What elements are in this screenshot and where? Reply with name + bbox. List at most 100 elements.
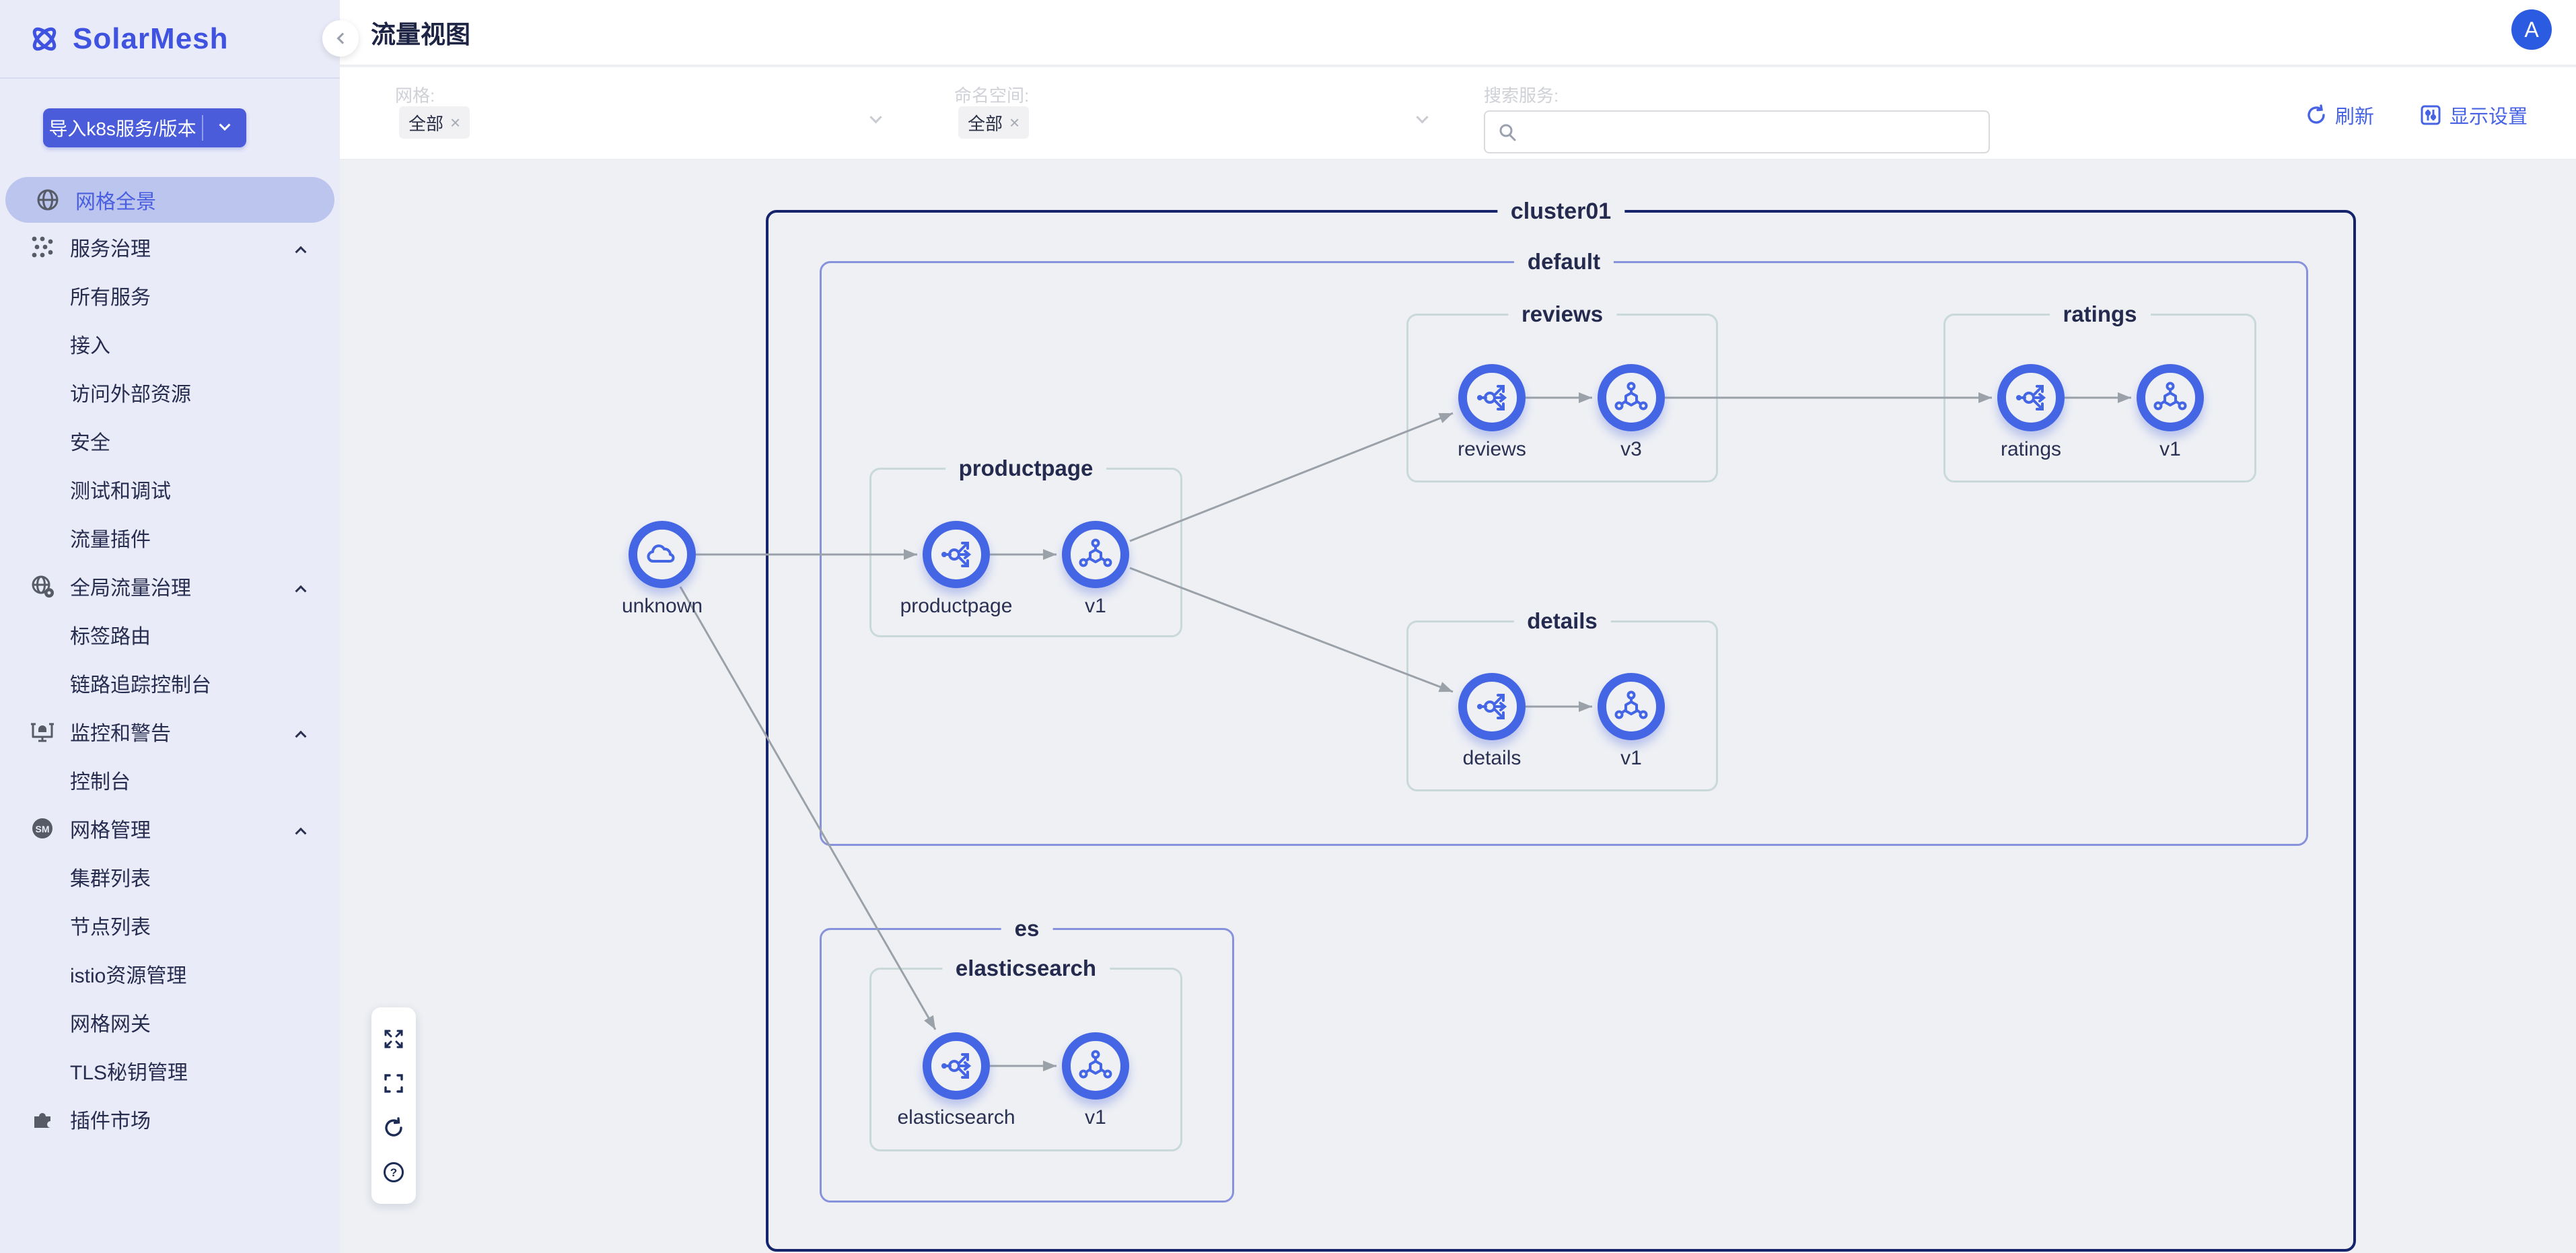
service-node-circle[interactable] [1997, 364, 2065, 431]
node-label: elasticsearch [897, 1106, 1015, 1129]
sidebar: SolarMesh 导入k8s服务/版本 网格全景 服务治理 [0, 0, 340, 1253]
sidebar-item-ingress[interactable]: 接入 [70, 335, 110, 357]
node-label: v3 [1620, 438, 1642, 460]
chevron-up-icon [295, 236, 307, 258]
sidebar-item-istio-resources[interactable]: istio资源管理 [70, 965, 187, 987]
button-divider [202, 115, 203, 141]
sidebar-item-test-debug[interactable]: 测试和调试 [70, 480, 171, 503]
service-icon [940, 1053, 970, 1079]
node-label: unknown [621, 595, 703, 617]
solarmesh-logo-icon [27, 22, 62, 57]
service-node-circle[interactable] [1458, 364, 1526, 431]
sidebar-item-mesh-admin[interactable]: SM 网格管理 [0, 804, 340, 853]
user-avatar[interactable]: A [2511, 9, 2552, 50]
import-k8s-button[interactable]: 导入k8s服务/版本 [43, 108, 246, 147]
service-group-label: productpage [945, 453, 1107, 485]
sidebar-item-external-resources[interactable]: 访问外部资源 [70, 384, 191, 406]
external-node-circle[interactable] [629, 521, 696, 588]
mesh-filter-value: 全部 [408, 113, 444, 134]
edge-layer [679, 392, 2131, 1071]
node-label: v1 [1085, 1106, 1106, 1129]
monitor-alert-icon [27, 719, 58, 744]
namespace-filter-label: 命名空间: [954, 85, 1030, 106]
node-productpage: productpage [900, 521, 1012, 617]
sidebar-item-service-governance[interactable]: 服务治理 [0, 223, 340, 271]
sidebar-item-node-list[interactable]: 节点列表 [70, 917, 151, 939]
sidebar-item-tls-keys[interactable]: TLS秘钥管理 [70, 1062, 188, 1084]
namespace-filter-value: 全部 [968, 113, 1003, 134]
namespace-filter-tag[interactable]: 全部 × [958, 106, 1030, 139]
sidebar-item-security[interactable]: 安全 [70, 432, 110, 454]
sidebar-item-label-routing[interactable]: 标签路由 [70, 626, 151, 648]
version-node-circle[interactable] [1598, 673, 1665, 740]
node-label: details [1462, 747, 1522, 769]
page-title: 流量视图 [371, 21, 470, 48]
plugin-market-icon [27, 1107, 58, 1131]
chevron-down-icon[interactable] [203, 119, 246, 132]
sidebar-collapse-button[interactable] [322, 20, 359, 57]
svg-text:?: ? [390, 1166, 397, 1179]
import-k8s-label: 导入k8s服务/版本 [48, 118, 196, 139]
sidebar-item-global-traffic[interactable]: 全局流量治理 [0, 562, 340, 610]
sidebar-item-monitoring-alerts[interactable]: 监控和警告 [0, 707, 340, 756]
node-unknown: unknown [622, 521, 703, 617]
version-icon [1614, 690, 1648, 719]
sidebar-item-console[interactable]: 控制台 [70, 771, 131, 793]
node-details-v1: v1 [1598, 673, 1665, 769]
refresh-button[interactable]: 刷新 [2305, 101, 2374, 129]
version-node-circle[interactable] [1062, 1032, 1129, 1100]
filter-bar: 网格: 全部 × 命名空间: 全部 × 搜索服务: 刷新 [340, 67, 2576, 160]
fit-view-icon[interactable] [380, 1070, 407, 1097]
service-node-circle[interactable] [923, 521, 990, 588]
sidebar-item-traffic-plugins[interactable]: 流量插件 [70, 529, 151, 551]
app-title: SolarMesh [73, 22, 229, 55]
namespace-select-chevron[interactable] [1416, 111, 1429, 128]
cloud-icon [647, 544, 675, 563]
node-details: details [1458, 673, 1526, 769]
version-node-circle[interactable] [1062, 521, 1129, 588]
sidebar-item-all-services[interactable]: 所有服务 [70, 287, 151, 309]
mesh-select-chevron[interactable] [869, 111, 882, 128]
sidebar-item-label: 网格管理 [70, 820, 151, 842]
display-settings-button[interactable]: 显示设置 [2420, 101, 2528, 129]
sidebar-item-plugin-market[interactable]: 插件市场 [0, 1095, 340, 1143]
node-elasticsearch-v1: v1 [1062, 1032, 1129, 1129]
reset-icon[interactable] [380, 1114, 407, 1141]
help-icon[interactable]: ? [380, 1159, 407, 1186]
version-node-circle[interactable] [2137, 364, 2204, 431]
sidebar-item-cluster-list[interactable]: 集群列表 [70, 868, 151, 890]
cluster-box: cluster01 [766, 196, 2356, 1252]
service-governance-icon [27, 235, 58, 259]
node-label: v1 [1620, 747, 1642, 769]
cluster-label: cluster01 [1497, 196, 1625, 228]
service-group-label: elasticsearch [941, 953, 1110, 985]
mesh-filter-tag[interactable]: 全部 × [399, 106, 470, 139]
sidebar-item-mesh-overview[interactable]: 网格全景 [5, 177, 334, 223]
tag-close-icon[interactable]: × [450, 112, 461, 133]
node-label: v1 [1085, 595, 1106, 617]
refresh-icon [2305, 104, 2327, 126]
graph-toolbar: ? [371, 1007, 416, 1204]
search-service-input[interactable] [1526, 121, 1970, 143]
global-traffic-icon [27, 573, 58, 599]
search-service-label: 搜索服务: [1484, 85, 1559, 106]
globe-icon [32, 187, 63, 213]
traffic-graph-canvas[interactable]: cluster01 default reviews ratings produc… [340, 162, 2576, 1253]
sidebar-item-tracing-console[interactable]: 链路追踪控制台 [70, 674, 211, 696]
chevron-up-icon [295, 575, 307, 598]
expand-icon[interactable] [380, 1026, 407, 1052]
sidebar-item-mesh-gateway[interactable]: 网格网关 [70, 1013, 151, 1036]
service-icon [1476, 694, 1506, 719]
sidebar-item-label: 服务治理 [70, 238, 151, 260]
service-node-circle[interactable] [1458, 673, 1526, 740]
sidebar-item-label: 监控和警告 [70, 723, 171, 745]
node-ratings-v1: v1 [2137, 364, 2204, 460]
sidebar-item-label: 插件市场 [70, 1110, 151, 1133]
service-group-elasticsearch: elasticsearch [869, 953, 1182, 1151]
service-node-circle[interactable] [923, 1032, 990, 1100]
tag-close-icon[interactable]: × [1009, 112, 1020, 133]
node-label: reviews [1458, 438, 1526, 460]
version-icon [1614, 382, 1648, 410]
namespace-label: es [1001, 913, 1053, 945]
version-node-circle[interactable] [1598, 364, 1665, 431]
